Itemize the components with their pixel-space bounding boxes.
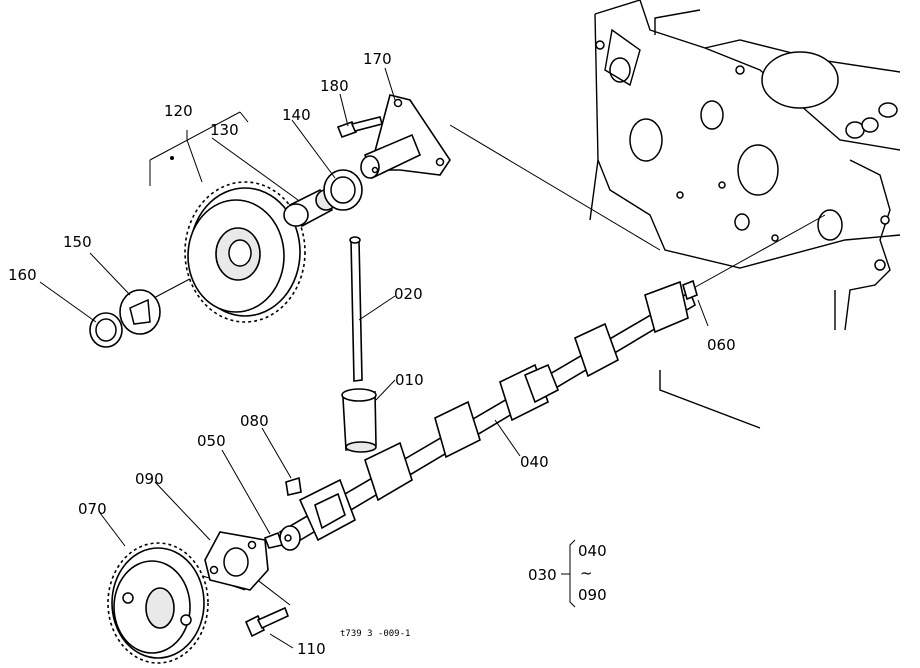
callout-160: 160: [8, 266, 37, 284]
idler-gear: [149, 111, 306, 323]
callout-020: 020: [394, 285, 423, 303]
cap-plug: [682, 279, 698, 301]
callout-050: 050: [197, 432, 226, 450]
stopper-bolt: [244, 606, 290, 638]
callout-130: 130: [210, 121, 239, 139]
callout-labels: 120 130 140 150 160 170 180 020 010 060 …: [8, 50, 736, 658]
callout-040: 040: [520, 453, 549, 471]
callout-010: 010: [395, 371, 424, 389]
callout-060: 060: [707, 336, 736, 354]
camshaft: [278, 280, 696, 551]
callout-120: 120: [164, 102, 193, 120]
callout-070: 070: [78, 500, 107, 518]
drawing-code: t739 3 -009-1: [340, 629, 410, 639]
thrust-washer: [323, 169, 363, 211]
callout-170: 170: [363, 50, 392, 68]
circlip: [89, 312, 123, 348]
group-bottom-label: 090: [578, 586, 607, 604]
setscrew: [263, 531, 284, 549]
camshaft-stopper: [204, 531, 269, 591]
group-bracket: 030 040 ~ 090: [528, 539, 607, 608]
callout-110: 110: [297, 640, 326, 658]
engine-block: [589, 0, 901, 429]
group-top-label: 040: [578, 542, 607, 560]
group-parent-label: 030: [528, 566, 557, 584]
idler-shaft: [360, 94, 451, 180]
shaft-bolt: [336, 116, 383, 139]
retaining-washer: [119, 289, 161, 335]
callout-150: 150: [63, 233, 92, 251]
tappet: [341, 388, 377, 453]
callout-090: 090: [135, 470, 164, 488]
callout-140: 140: [282, 106, 311, 124]
push-rod: [349, 236, 363, 382]
callout-080: 080: [240, 412, 269, 430]
callout-180: 180: [320, 77, 349, 95]
cam-gear: [107, 542, 209, 664]
leader-lines: [39, 67, 709, 649]
group-tilde: ~: [580, 564, 593, 582]
